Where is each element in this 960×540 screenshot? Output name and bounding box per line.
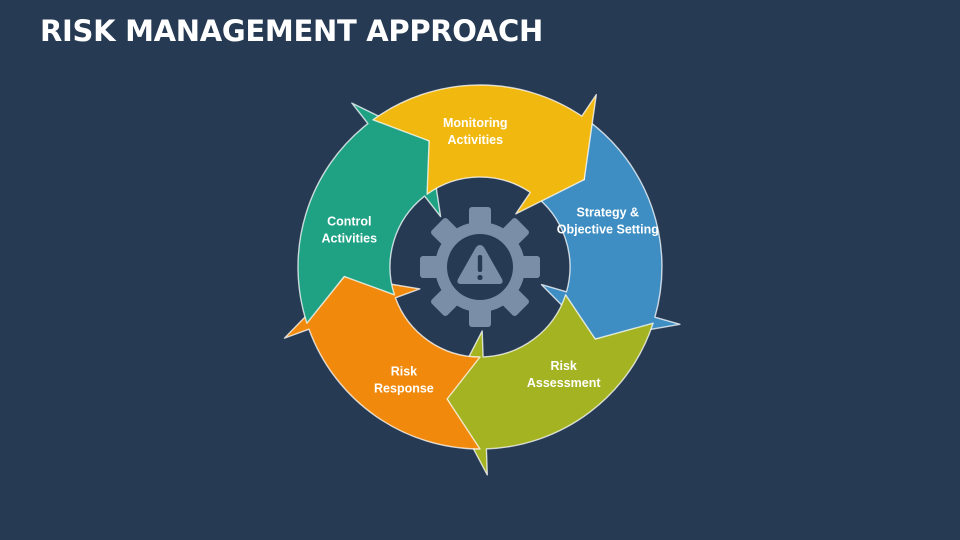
segment-assessment-arrow bbox=[446, 294, 654, 476]
segment-monitoring-label-line2: Activities bbox=[448, 133, 504, 147]
segment-strategy bbox=[532, 119, 681, 340]
segment-monitoring bbox=[372, 84, 597, 215]
segment-control-label-line1: Control bbox=[327, 215, 371, 229]
segment-response-label-line2: Response bbox=[374, 382, 434, 396]
segment-strategy-label-line2: Objective Setting bbox=[557, 223, 659, 237]
warning-icon bbox=[457, 245, 503, 284]
segment-control-label-line2: Activities bbox=[322, 232, 378, 246]
segment-control-arrow bbox=[297, 102, 442, 324]
slide-title: RISK MANAGEMENT APPROACH bbox=[40, 14, 543, 48]
gear-warning-icon bbox=[420, 207, 540, 327]
cycle-segments bbox=[283, 84, 681, 476]
segment-response-arrow bbox=[283, 275, 481, 450]
segment-assessment-label-line2: Assessment bbox=[527, 376, 601, 390]
segment-monitoring-arrow bbox=[372, 84, 597, 215]
segment-assessment bbox=[446, 294, 654, 476]
segment-response bbox=[283, 275, 481, 450]
segment-assessment-label-line1: Risk bbox=[550, 359, 576, 373]
segment-strategy-label-line1: Strategy & bbox=[577, 206, 640, 220]
segment-strategy-arrow bbox=[532, 119, 681, 340]
segment-control bbox=[297, 102, 442, 324]
segment-strategy-label: Strategy & Objective Setting bbox=[557, 206, 659, 237]
segment-response-label-line1: Risk bbox=[391, 365, 417, 379]
segment-monitoring-label-line1: Monitoring bbox=[443, 116, 508, 130]
